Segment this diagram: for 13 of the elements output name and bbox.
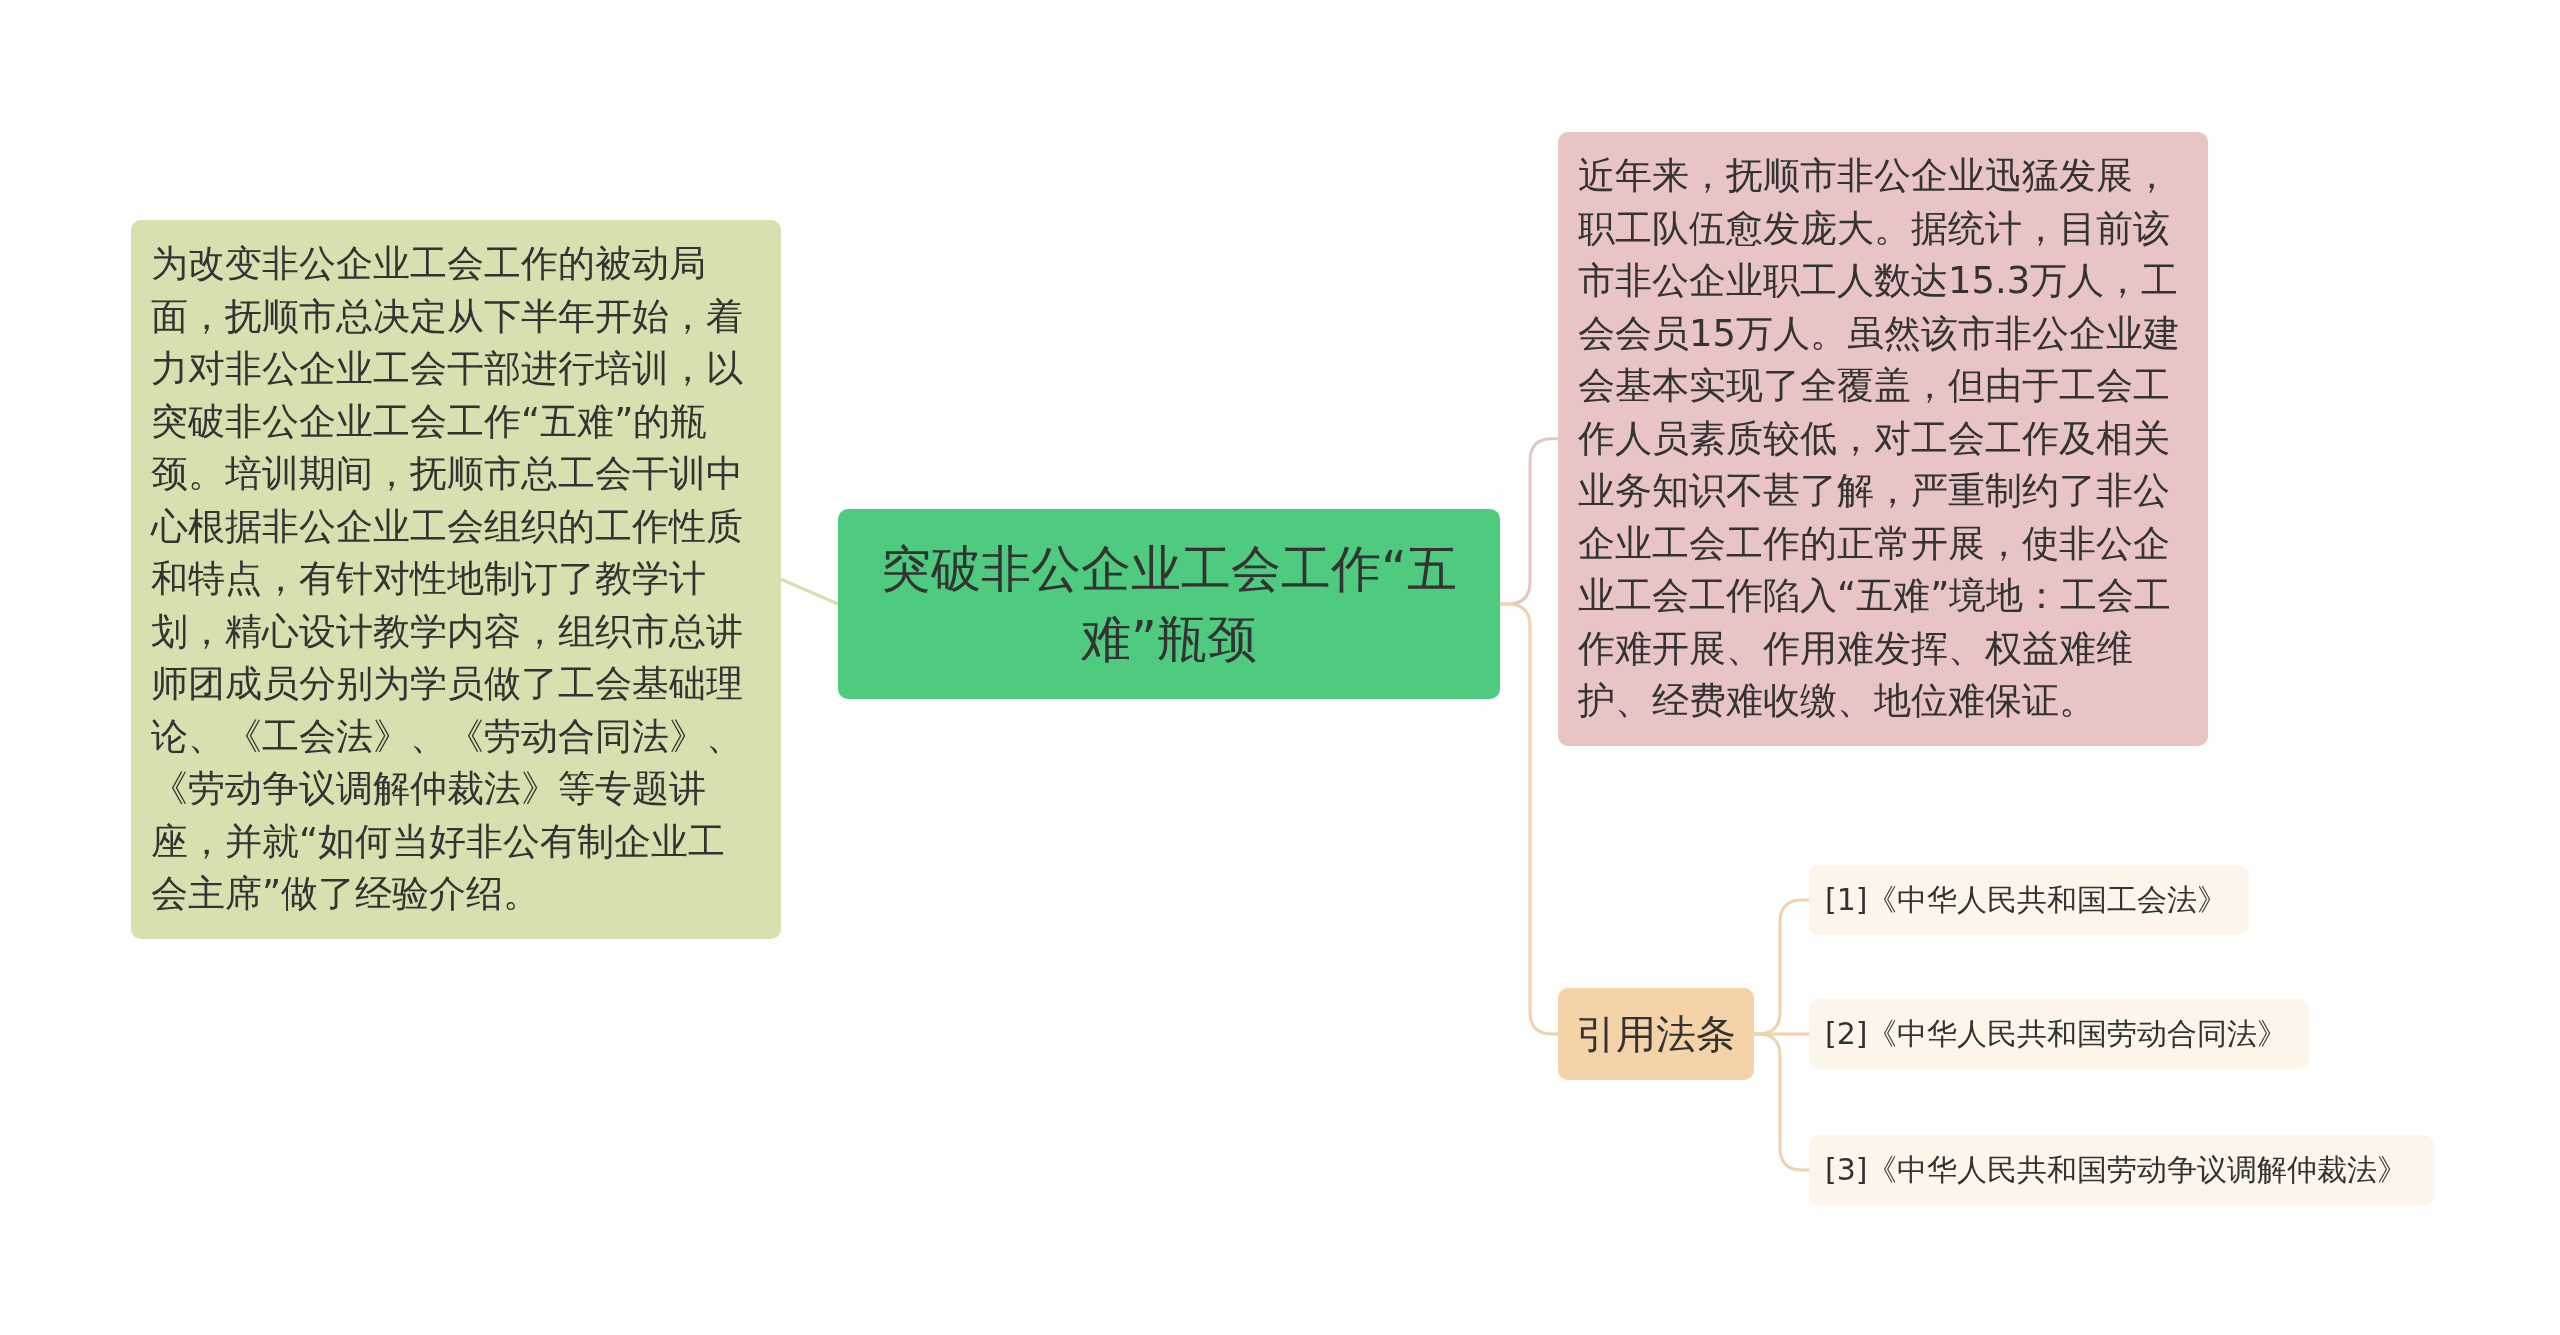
branch-box [1558,988,1754,1080]
node-text: 为改变非公企业工会工作的被动局面，抚顺市总决定从下半年开始，着力对非公企业工会干部进行培训，以突破非公企业工会工作“五难”的瓶颈。培训期间，抚顺市总工会干训中心根据非公企业工会组织的工作性质和特点，有针对性地制订了教学计划，精心设计教学内容，组织市总讲师团成员分别为学员做了工会基础理论、《工会法》、《劳动合同法》、《劳动争议调解仲裁法》等专题讲座，并就“如何当好非公有制企业工会主席”做了经验介绍。 [151,241,744,917]
reference-item [1809,999,2309,1069]
reference-item [1809,1135,2434,1205]
connector-line [780,577,839,606]
topic-title: 突破非公企业工会工作“五难”瓶颈 [880,539,1458,670]
node-text: [2]《中华人民共和国劳动合同法》 [1825,1015,2289,1053]
node-text: 引用法条 [1576,1010,1736,1059]
reference-item [1809,865,2249,935]
topic-box [838,509,1500,699]
node-text: [1]《中华人民共和国工会法》 [1825,881,2229,919]
node-text: 近年来，抚顺市非公企业迅猛发展，职工队伍愈发庞大。据统计，目前该市非公企业职工人数达15.3万人，工会会员15万人。虽然该市非公企业建会基本实现了全覆盖，但由于工会工作人员素质较低，对工会工作及相关业务知识不甚了解，严重制约了非公企业工会工作的正常开展，使非公企业工会工作陷入“五难”境地：工会工作难开展、作用难发挥、权益难维护、经费难收缴、地位难保证。 [1578,153,2182,724]
node-text: [3]《中华人民共和国劳动争议调解仲裁法》 [1825,1151,2409,1189]
